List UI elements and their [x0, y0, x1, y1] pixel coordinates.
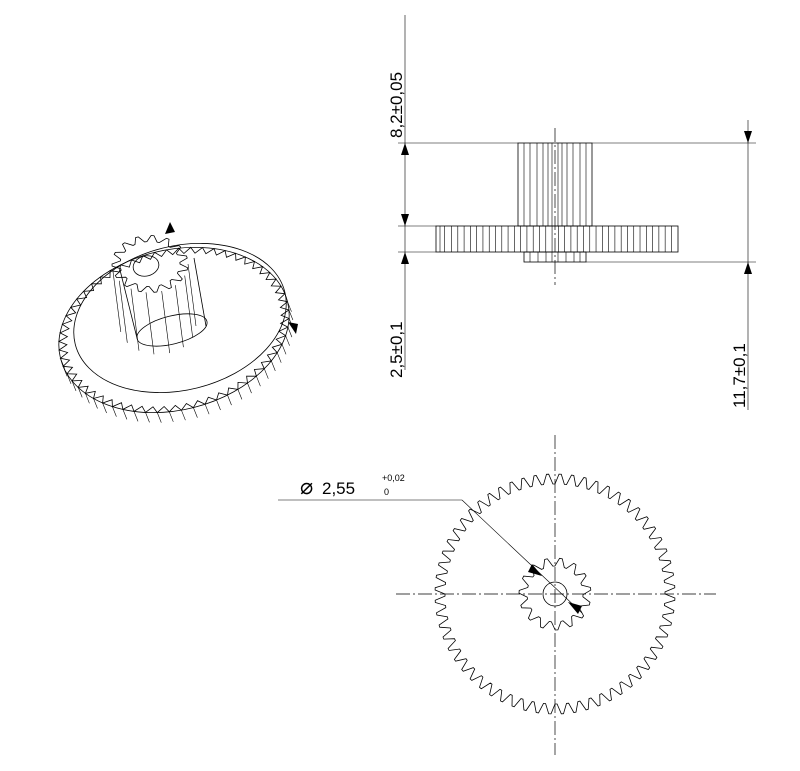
pinion-tooth-lines	[523, 143, 587, 226]
hatch-line	[77, 387, 83, 398]
hatch-line	[145, 412, 150, 423]
hatch-line	[184, 275, 193, 338]
hatch-line	[187, 263, 197, 327]
hub-bottom	[523, 251, 587, 263]
large-gear-outline	[434, 473, 676, 715]
hatch-line	[93, 398, 98, 409]
arrow-icon	[401, 252, 409, 264]
iso-gear-face	[73, 243, 287, 393]
hatch-line	[62, 366, 68, 377]
hatch-line	[281, 344, 287, 355]
hatch-line	[285, 335, 290, 346]
hatch-line	[287, 301, 292, 312]
hatch-line	[102, 402, 107, 414]
bore-diameter-value: 2,55	[322, 479, 355, 498]
iso-gear-teeth	[57, 246, 294, 423]
iso-pinion-top-outline	[111, 235, 189, 293]
hatch-line	[227, 394, 232, 406]
dimension-bottom-height: 2,5±0,1	[387, 321, 406, 378]
bore-tolerance-upper: +0,02	[382, 473, 405, 483]
arrow-icon	[744, 131, 752, 143]
iso-tooth-zigzag	[57, 246, 291, 414]
arrow-icon	[401, 214, 409, 226]
hatch-line	[119, 280, 128, 343]
arrow-icon	[528, 564, 542, 576]
side-view: 8,2±0,05 2,5±0,1 11,7±0,1	[387, 15, 756, 410]
hatch-line	[85, 393, 90, 404]
hatch-line	[264, 368, 269, 379]
arrow-icon	[744, 262, 752, 274]
hatch-line	[130, 288, 140, 351]
arrow-icon	[568, 602, 582, 614]
hatch-line	[216, 399, 221, 411]
iso-pinion-tooth-lines	[112, 263, 197, 355]
front-view: ⌀ 2,55 +0,02 0	[278, 435, 716, 755]
arrow-icon	[401, 143, 409, 155]
large-gear-tooth-lines	[439, 226, 672, 252]
hatch-line	[271, 360, 276, 372]
hatch-line	[157, 412, 162, 423]
bore-circle	[542, 581, 568, 607]
hatch-line	[71, 380, 77, 392]
hatch-line	[145, 292, 155, 355]
bore-leader-diagonal	[461, 499, 583, 614]
dimension-top-height: 8,2±0,05	[387, 72, 406, 138]
hatch-line	[237, 389, 243, 400]
hatch-line	[193, 407, 198, 418]
diameter-symbol: ⌀	[300, 474, 313, 499]
iso-pinion-sides	[119, 257, 207, 339]
hatch-line	[287, 326, 293, 338]
isometric-view	[57, 222, 298, 423]
large-gear-disk	[435, 225, 679, 253]
hatch-line	[133, 411, 139, 422]
iso-pinion-bottom	[136, 313, 208, 347]
iso-pinion-top	[111, 235, 189, 293]
arrow-icon	[288, 322, 298, 334]
hatch-line	[204, 404, 210, 415]
dimension-total-height: 11,7±0,1	[730, 343, 749, 408]
hatch-line	[181, 410, 186, 421]
iso-bore	[132, 255, 160, 277]
bore-tolerance-lower: 0	[384, 487, 389, 497]
hatch-line	[256, 376, 261, 387]
hatch-line	[169, 411, 174, 422]
iso-gear-back-rim	[58, 246, 290, 414]
hatch-line	[60, 358, 65, 369]
hub-lines	[529, 252, 581, 262]
hatch-line	[112, 269, 122, 332]
pinion-outline	[518, 557, 592, 631]
hatch-line	[276, 352, 282, 363]
hatch-line	[175, 285, 184, 348]
hatch-line	[161, 291, 170, 354]
hatch-line	[247, 382, 252, 394]
arrow-icon	[165, 222, 175, 234]
hatch-line	[66, 373, 72, 384]
hatch-line	[288, 309, 294, 321]
hatch-line	[122, 409, 128, 420]
hatch-line	[112, 406, 117, 417]
